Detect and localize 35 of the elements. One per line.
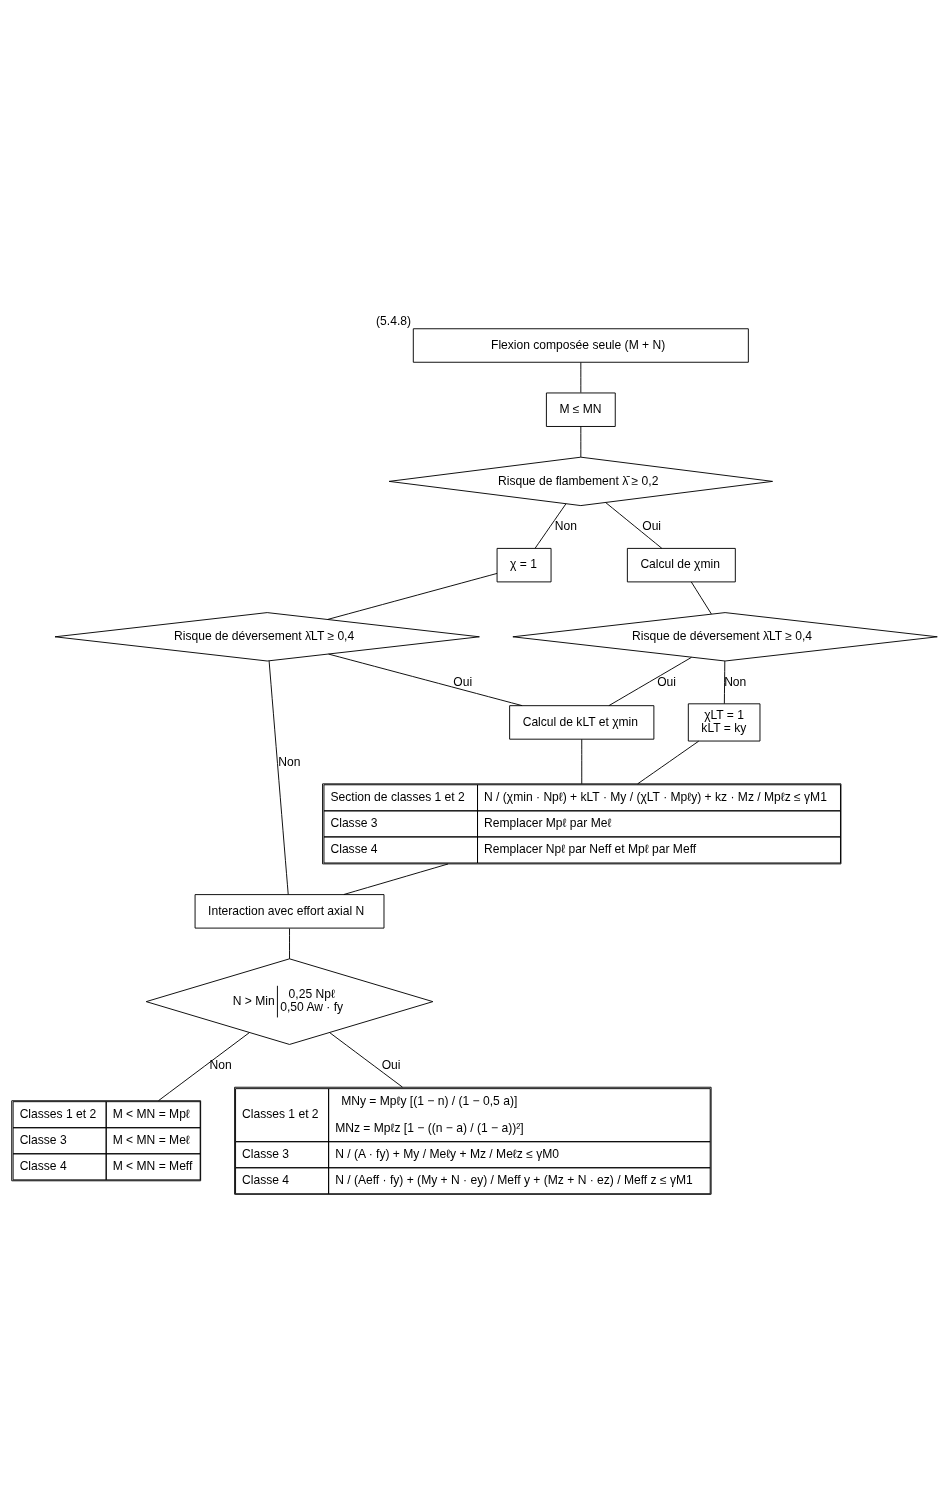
node-diamond: Risque de flambement λ̄ ≥ 0,2: [388, 456, 773, 507]
connector: [158, 1032, 250, 1102]
edge-label: Oui: [657, 674, 676, 689]
node-box: Calcul de kLT et χmin: [509, 705, 655, 740]
connector: [328, 653, 523, 707]
connector: [343, 863, 449, 895]
edge-label: Non: [554, 519, 577, 534]
node-box: Flexion composée seule (M + N): [412, 328, 749, 363]
edge-label: Non: [724, 674, 747, 689]
node-label: (5.4.8): [376, 314, 411, 329]
node-box: Interaction avec effort axial N: [194, 894, 385, 929]
connector: [289, 928, 290, 960]
connector: [327, 572, 498, 620]
connector: [581, 738, 583, 785]
connector: [329, 1032, 403, 1088]
connector: [534, 503, 567, 549]
node-box: Calcul de χmin: [626, 547, 736, 583]
node-box: χLT = 1 kLT = ky: [687, 703, 761, 742]
connector: [608, 656, 692, 707]
node-box: χ = 1: [496, 547, 552, 583]
connector: [690, 581, 712, 615]
edge-label: Non: [209, 1058, 232, 1073]
connector: [268, 660, 289, 895]
node-diamond: Risque de déversement λ̄LT ≥ 0,4: [512, 612, 938, 662]
edge-label: Oui: [642, 519, 662, 534]
edge-label: Non: [278, 754, 301, 769]
connector: [605, 502, 663, 549]
edge-label: Oui: [453, 674, 473, 689]
connector: [580, 426, 582, 458]
connector: [580, 362, 582, 394]
node-box: M ≤ MN: [545, 392, 616, 427]
connector: [723, 660, 726, 705]
connector: [637, 740, 700, 785]
node-diamond: Risque de déversement λ̄LT ≥ 0,4: [54, 612, 480, 662]
edge-label: Oui: [381, 1058, 401, 1073]
